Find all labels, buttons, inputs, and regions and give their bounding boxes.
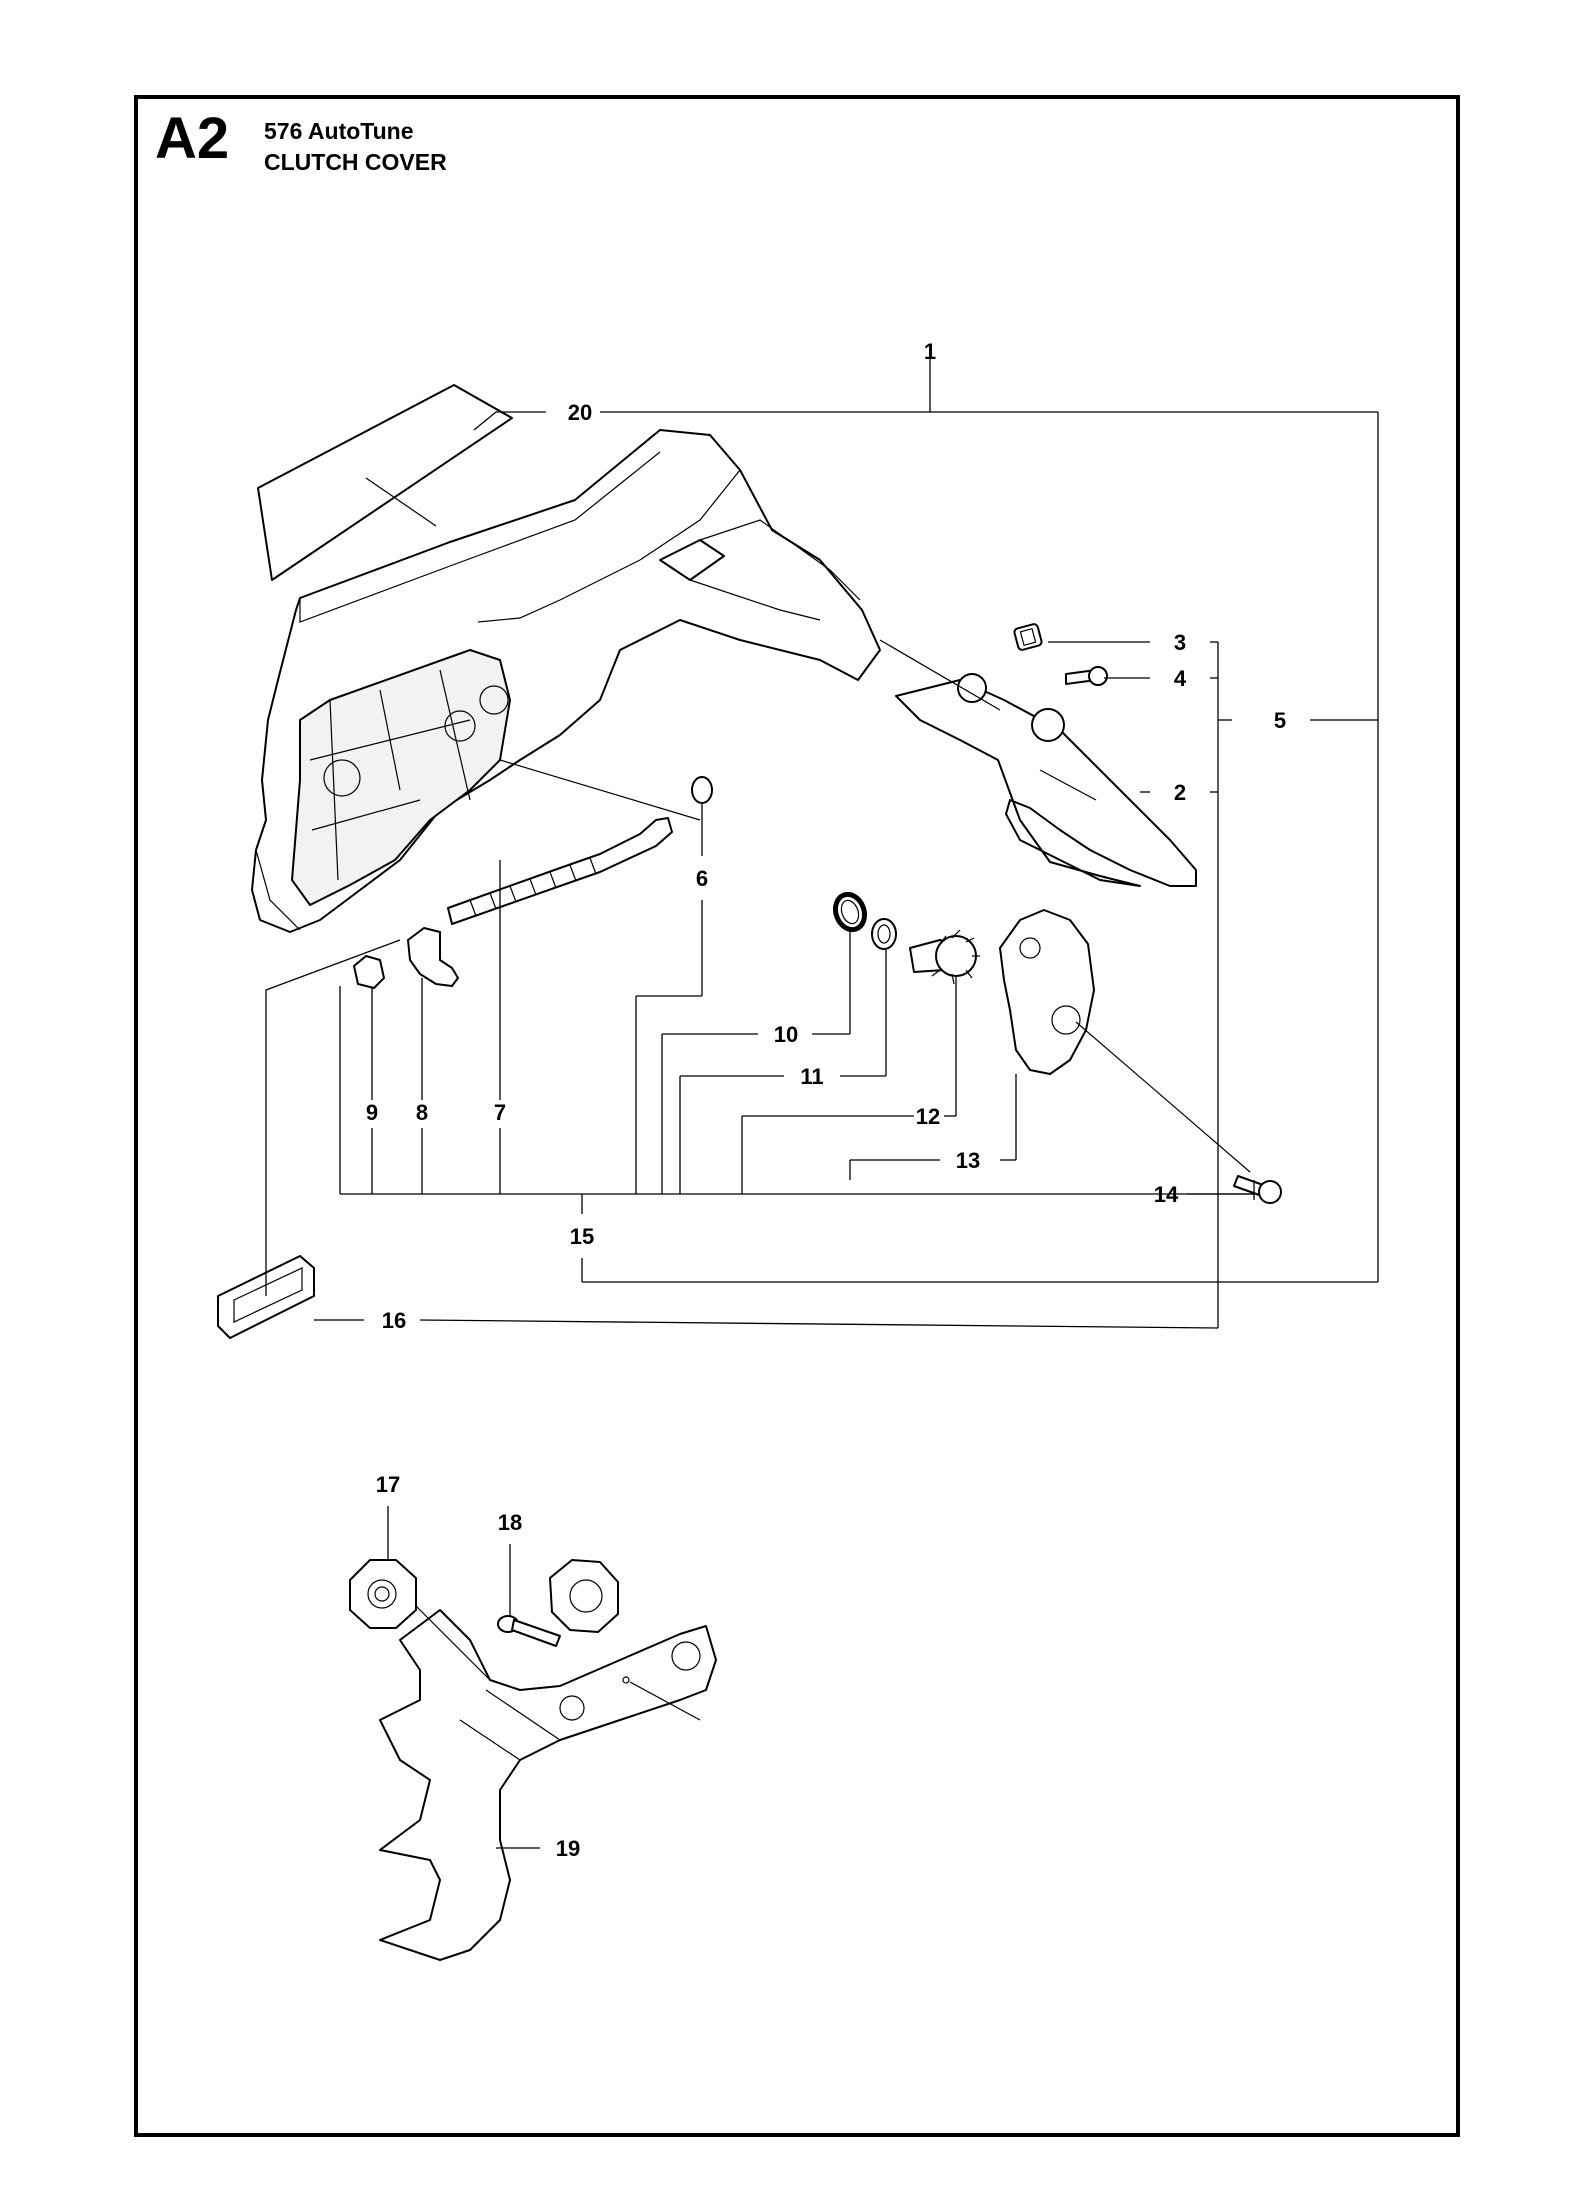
callout-8: 8 [416, 1100, 428, 1125]
screw-part-18 [497, 1615, 561, 1647]
section-code: A2 [155, 106, 230, 171]
model-name: 576 AutoTune [264, 118, 414, 144]
callout-10: 10 [774, 1022, 798, 1047]
callout-11: 11 [800, 1064, 823, 1089]
gear-part [909, 929, 980, 985]
callout-5: 5 [1274, 708, 1286, 733]
washer-part [691, 776, 713, 804]
clutch-cover-part [251, 429, 881, 933]
large-nut-part [549, 1559, 619, 1633]
sleeve-part [1013, 623, 1043, 651]
callout-labels: 1 2 3 4 5 6 7 8 9 10 11 12 13 14 15 16 1… [366, 339, 1286, 1861]
callout-9: 9 [366, 1100, 378, 1125]
page-frame [134, 95, 1460, 2137]
callout-14: 14 [1154, 1182, 1179, 1207]
callout-6: 6 [696, 866, 708, 891]
oring-part [832, 891, 868, 933]
screw-part-small [1065, 666, 1108, 686]
callout-4: 4 [1174, 666, 1187, 691]
callout-1: 1 [924, 339, 936, 364]
nut-part [407, 927, 459, 987]
cover-plate-part [999, 909, 1251, 1173]
washer-part-2 [871, 918, 897, 950]
small-nut-part [353, 955, 385, 989]
callout-17: 17 [376, 1472, 400, 1497]
callout-19: 19 [556, 1836, 580, 1861]
callout-3: 3 [1174, 630, 1186, 655]
screw-part [1233, 1175, 1282, 1204]
decal-part [257, 384, 513, 581]
callout-20: 20 [568, 400, 592, 425]
callout-18: 18 [498, 1510, 522, 1535]
callout-2: 2 [1174, 780, 1186, 805]
leader-lines [265, 345, 1379, 1849]
callout-15: 15 [570, 1224, 594, 1249]
spiked-bumper-part [379, 1605, 717, 1961]
bracket-part [879, 639, 1197, 887]
pad-part [217, 1255, 315, 1339]
tension-screw-part [447, 759, 701, 925]
callout-12: 12 [916, 1104, 940, 1129]
callout-13: 13 [956, 1148, 980, 1173]
nut-part-17 [349, 1559, 417, 1629]
section-title: CLUTCH COVER [264, 149, 447, 175]
callout-7: 7 [494, 1100, 506, 1125]
callout-16: 16 [382, 1308, 406, 1333]
